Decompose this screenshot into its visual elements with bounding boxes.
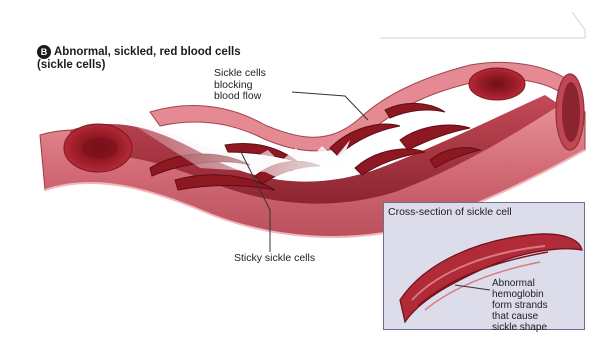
callout-hemoglobin-line5: sickle shape	[492, 322, 584, 333]
callout-hemoglobin-line1: Abnormal	[492, 278, 584, 289]
callout-sickle-blocking: Sickle cells blocking blood flow	[214, 68, 304, 103]
frame-corner-line	[380, 12, 585, 38]
callout-hemoglobin-line2: hemoglobin	[492, 289, 584, 300]
callout-blocking-line3: blood flow	[214, 91, 304, 103]
red-blood-cell-center	[82, 137, 118, 159]
inset-title: Cross-section of sickle cell	[388, 206, 584, 218]
callout-sticky-sickle-cells: Sticky sickle cells	[234, 253, 374, 265]
callout-abnormal-hemoglobin: Abnormal hemoglobin form strands that ca…	[492, 278, 584, 333]
panel-badge: B	[37, 45, 51, 59]
panel-title-line1: Abnormal, sickled, red blood cells	[54, 46, 241, 58]
red-blood-cell-right	[469, 68, 525, 100]
callout-blocking-line1: Sickle cells	[214, 68, 304, 80]
callout-hemoglobin-line4: that cause	[492, 311, 584, 322]
panel-title-line2: (sickle cells)	[37, 59, 105, 71]
vessel-opening-inner	[562, 82, 580, 142]
callout-hemoglobin-line3: form strands	[492, 300, 584, 311]
